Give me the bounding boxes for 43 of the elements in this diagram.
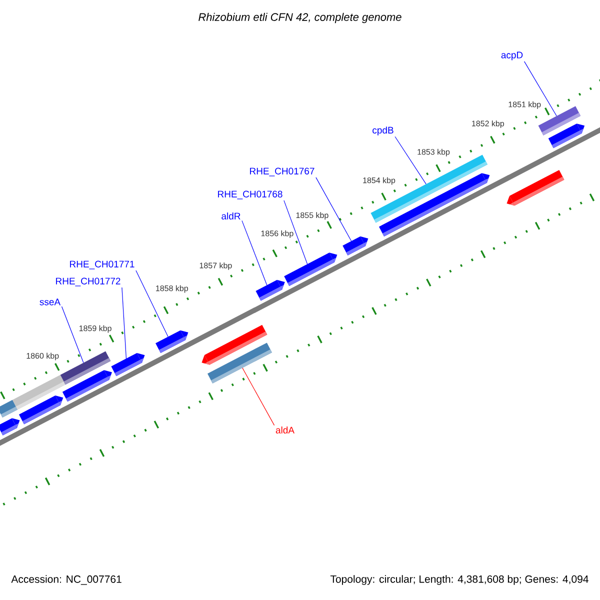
tick-label: 1857 kbp (200, 262, 232, 270)
footer-text: Topology: circular; Length: 4,381,608 bp; Genes: 4,094 (330, 575, 588, 585)
title: Rhizobium etli CFN 42, complete genome (198, 12, 402, 24)
leader-line (316, 177, 352, 242)
gene-label: RHE_CH01768 (218, 190, 282, 200)
gene-label: acpD (501, 52, 523, 60)
gene-block (342, 236, 368, 256)
leader-line (284, 200, 308, 264)
gene-label: cpdB (372, 126, 394, 136)
gene-label: aldR (222, 212, 240, 220)
leader-line (122, 287, 127, 359)
leader-line (394, 136, 426, 184)
tick-label: 1852 kbp (472, 120, 504, 128)
tick-label: 1858 kbp (156, 285, 188, 293)
tick-label: 1854 kbp (363, 177, 396, 185)
gene-block (284, 252, 338, 286)
gene-block (506, 170, 564, 206)
gene-block (378, 173, 490, 236)
gene-label: RHE_CH01767 (250, 168, 314, 176)
gene-block (18, 396, 64, 424)
leader-line (242, 368, 275, 426)
footer-text: Accession: NC_007761 (11, 575, 122, 585)
leader-line (136, 270, 168, 338)
gene-block (111, 352, 145, 376)
leader-line (524, 61, 557, 116)
gene-label: aldA (276, 426, 294, 434)
tick-label: 1855 kbp (296, 212, 328, 220)
tick-label: 1860 kbp (26, 352, 59, 360)
gene-block (208, 342, 272, 384)
gene-block (156, 330, 188, 354)
gene-label: RHE_CH01772 (56, 278, 120, 286)
tick-label: 1853 kbp (418, 148, 450, 156)
gene-label: sseA (40, 298, 61, 306)
gene-block (548, 124, 585, 148)
gene-label: RHE_CH01771 (70, 260, 134, 270)
gene-block (62, 370, 112, 402)
gene-block (256, 280, 285, 301)
gene-block (0, 418, 20, 436)
tick-label: 1851 kbp (508, 101, 541, 109)
tick-label: 1856 kbp (261, 230, 294, 238)
leader-line (61, 306, 84, 364)
leader-line (242, 220, 268, 286)
tick-label: 1859 kbp (79, 325, 112, 333)
